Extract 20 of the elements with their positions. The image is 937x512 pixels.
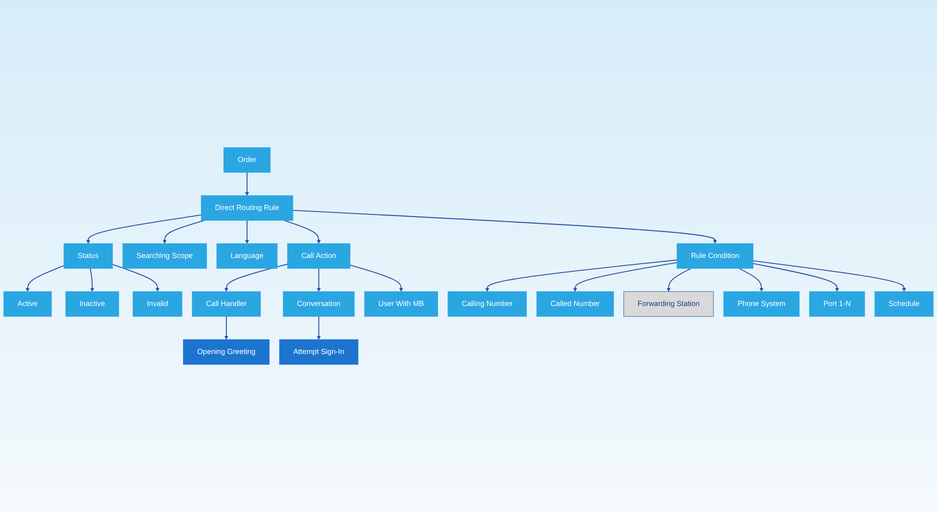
arrow [738,268,764,292]
arrow [752,263,840,292]
arrow [292,210,718,244]
arrow [26,265,64,292]
arrow [316,316,321,340]
arrow [573,262,678,292]
arrow [350,264,404,292]
arrow [752,260,906,292]
arrow [485,260,678,292]
arrow [224,264,288,292]
arrow [666,268,692,292]
arrow [90,268,94,292]
arrow [86,214,202,244]
arrow [162,220,205,244]
arrow [224,316,228,340]
arrow [316,268,321,292]
arrow [284,220,321,244]
arrow [245,220,250,244]
arrow [112,264,160,292]
arrow [245,172,250,196]
